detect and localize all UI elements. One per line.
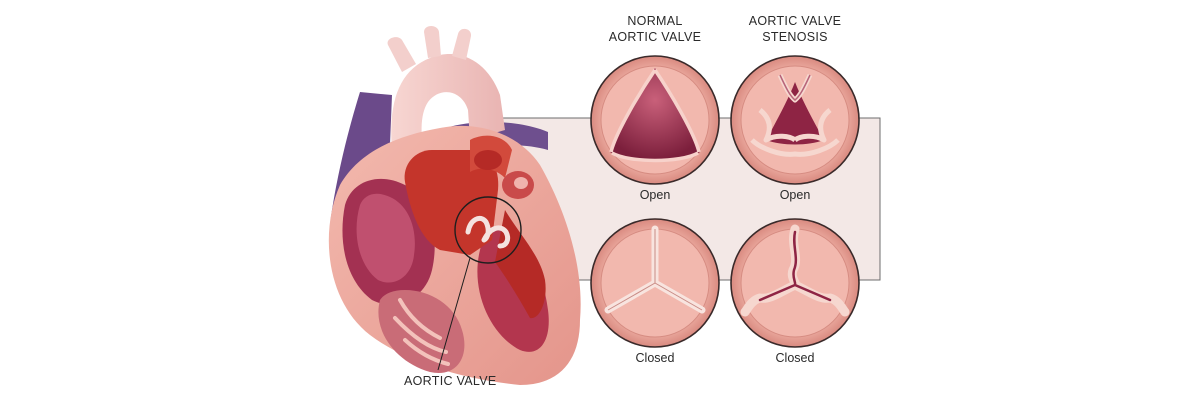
- stenosis-header-line2: STENOSIS: [762, 30, 828, 44]
- aortic-branch-2: [424, 26, 441, 58]
- right-chamber-highlight: [356, 193, 415, 283]
- normal-open-label: Open: [640, 188, 671, 202]
- stenosis-closed-label: Closed: [776, 351, 815, 365]
- normal-header-line2: AORTIC VALVE: [609, 30, 702, 44]
- ascending-aorta: [404, 150, 499, 255]
- stenosis-valve-open: [730, 55, 860, 185]
- stenosis-valve-closed: [730, 218, 860, 348]
- aortic-valve-leaflets: [465, 215, 511, 249]
- pulmonary-opening: [474, 150, 502, 170]
- aortic-branch-3: [452, 28, 472, 60]
- normal-open-leaflet-edges: [609, 69, 701, 163]
- stenosis-open-label: Open: [780, 188, 811, 202]
- aortic-valve-highlight-circle: [454, 196, 522, 264]
- normal-header-line1: NORMAL: [627, 14, 682, 28]
- normal-valve-open: [590, 55, 720, 185]
- tricuspid-leaflets: [393, 298, 450, 366]
- callout-line: [437, 257, 471, 371]
- heart-illustration: [328, 26, 581, 385]
- aortic-branch-1: [387, 37, 416, 72]
- aortic-valve-callout-label: AORTIC VALVE: [404, 374, 497, 388]
- stenosis-closed-gap: [758, 230, 832, 302]
- normal-valve-closed: [590, 218, 720, 348]
- stenosis-open-orifice: [766, 82, 824, 145]
- normal-open-orifice: [610, 68, 700, 160]
- stenosis-header-line1: AORTIC VALVE: [749, 14, 842, 28]
- normal-closed-label: Closed: [636, 351, 675, 365]
- left-atrium-inner: [514, 177, 528, 189]
